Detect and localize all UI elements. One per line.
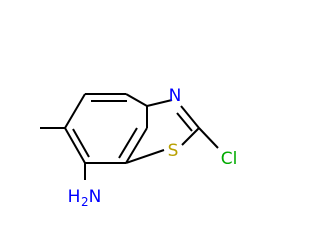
bond-c5-c6 — [64, 93, 86, 129]
amine-subscript: 2 — [81, 195, 89, 209]
benzene-ring — [64, 93, 148, 164]
bond-c7a-c3a-inner — [118, 127, 138, 159]
bond-c7a-c3a — [125, 127, 148, 164]
bond-n-c2-inner — [176, 112, 193, 132]
bond-c6-c7-inner — [72, 128, 90, 158]
bond-c2-s — [181, 127, 200, 146]
bond-s-c7a — [125, 149, 165, 164]
structure-canvas: H 2 N S N Cl — [40, 86, 238, 209]
bond-c2-cl — [198, 127, 219, 149]
amine-n: N — [89, 187, 102, 207]
bond-c3a-c4 — [125, 93, 148, 107]
amine-h: H — [68, 187, 81, 207]
chlorine-label: Cl — [221, 149, 238, 169]
sulfur-label: S — [168, 141, 179, 161]
thiazole-ring — [125, 99, 200, 164]
amine-label: H 2 N — [68, 187, 102, 209]
nitrogen-label: N — [169, 86, 182, 106]
bond-c3a-n — [146, 99, 173, 107]
bond-n-c2 — [180, 105, 200, 129]
bond-c6-c7 — [64, 127, 86, 164]
